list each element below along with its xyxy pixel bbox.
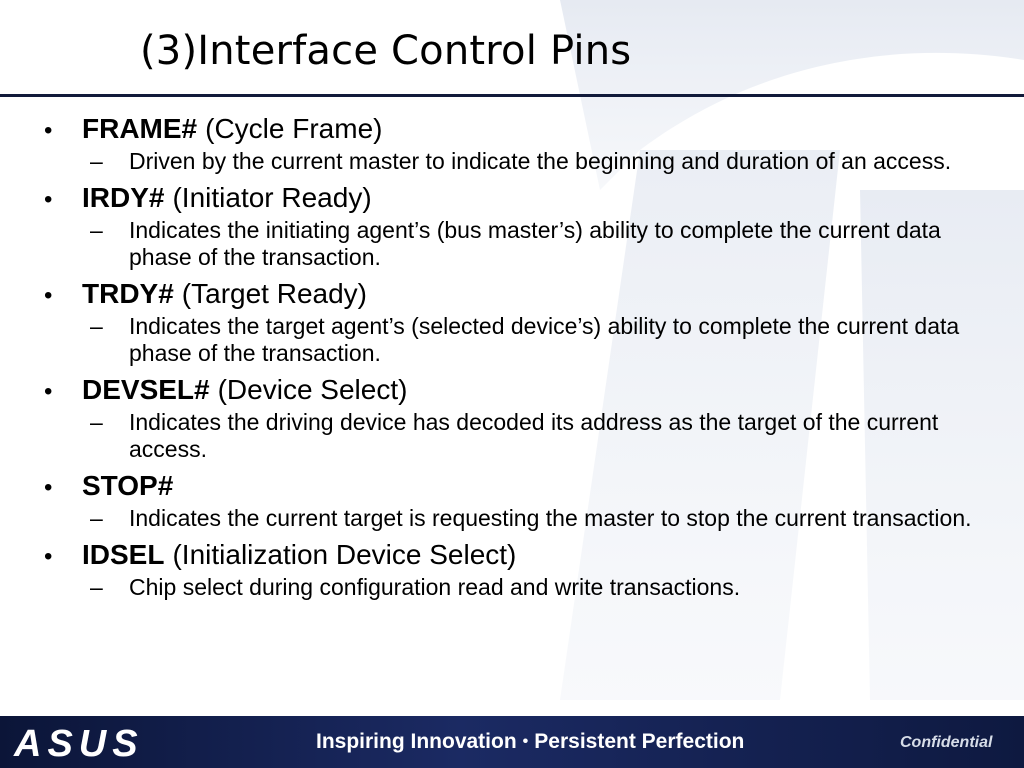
dash-icon: –	[90, 574, 103, 600]
dash-icon: –	[90, 313, 103, 339]
sub-bullet-stop: – Indicates the current target is reques…	[88, 505, 994, 532]
pin-name: TRDY#	[82, 278, 174, 309]
pin-description: (Initiator Ready)	[172, 182, 372, 213]
dash-icon: –	[90, 505, 103, 531]
tagline-right: Persistent Perfection	[534, 730, 745, 753]
bullet-trdy: • TRDY# (Target Ready)	[44, 277, 994, 313]
pin-description: (Cycle Frame)	[205, 113, 383, 144]
sub-bullet-text: Indicates the current target is requesti…	[129, 505, 972, 531]
pin-description: (Initialization Device Select)	[172, 539, 517, 570]
sub-bullet-idsel: – Chip select during configuration read …	[88, 574, 994, 601]
bullet-dot-icon: •	[44, 117, 53, 144]
dash-icon: –	[90, 409, 103, 435]
pin-name: FRAME#	[82, 113, 198, 144]
dash-icon: –	[90, 217, 103, 243]
bullet-frame: • FRAME# (Cycle Frame)	[44, 112, 994, 148]
bullet-irdy: • IRDY# (Initiator Ready)	[44, 181, 994, 217]
footer-tagline: Inspiring Innovation • Persistent Perfecti…	[316, 730, 744, 754]
watermark-arc	[560, 0, 1024, 190]
bullet-list: • FRAME# (Cycle Frame) – Driven by the c…	[44, 112, 994, 607]
sub-bullet-text: Chip select during configuration read an…	[129, 574, 741, 600]
pin-description: (Device Select)	[217, 374, 408, 405]
logo-wordmark: ASUS	[13, 723, 144, 762]
sub-bullet-text: Indicates the target agent’s (selected d…	[129, 313, 960, 366]
sub-bullet-text: Driven by the current master to indicate…	[129, 148, 952, 174]
bullet-devsel: • DEVSEL# (Device Select)	[44, 373, 994, 409]
slide-title: (3)Interface Control Pins	[140, 28, 632, 74]
tagline-left: Inspiring Innovation	[316, 730, 517, 753]
sub-bullet-devsel: – Indicates the driving device has decod…	[88, 409, 994, 463]
sub-bullet-irdy: – Indicates the initiating agent’s (bus …	[88, 217, 994, 271]
bullet-idsel: • IDSEL (Initialization Device Select)	[44, 538, 994, 574]
sub-bullet-trdy: – Indicates the target agent’s (selected…	[88, 313, 994, 367]
bullet-stop: • STOP#	[44, 469, 994, 505]
pin-name: IRDY#	[82, 182, 165, 213]
title-divider	[0, 94, 1024, 97]
tagline-separator: •	[522, 733, 529, 750]
bullet-dot-icon: •	[44, 378, 53, 405]
sub-bullet-text: Indicates the driving device has decoded…	[129, 409, 939, 462]
bullet-dot-icon: •	[44, 282, 53, 309]
pin-name: DEVSEL#	[82, 374, 210, 405]
bullet-dot-icon: •	[44, 543, 53, 570]
confidential-label: Confidential	[900, 734, 993, 751]
bullet-dot-icon: •	[44, 186, 53, 213]
dash-icon: –	[90, 148, 103, 174]
watermark-stroke-right	[860, 190, 1024, 700]
asus-logo: ASUS	[13, 723, 144, 762]
watermark-stroke-left	[560, 150, 840, 700]
pin-name: IDSEL	[82, 539, 165, 570]
sub-bullet-frame: – Driven by the current master to indica…	[88, 148, 994, 175]
bullet-dot-icon: •	[44, 474, 53, 501]
footer-bar: ASUS Inspiring Innovation • Persistent Per…	[0, 716, 1024, 768]
sub-bullet-text: Indicates the initiating agent’s (bus ma…	[129, 217, 941, 270]
pin-name: STOP#	[82, 470, 174, 501]
pin-description: (Target Ready)	[181, 278, 367, 309]
